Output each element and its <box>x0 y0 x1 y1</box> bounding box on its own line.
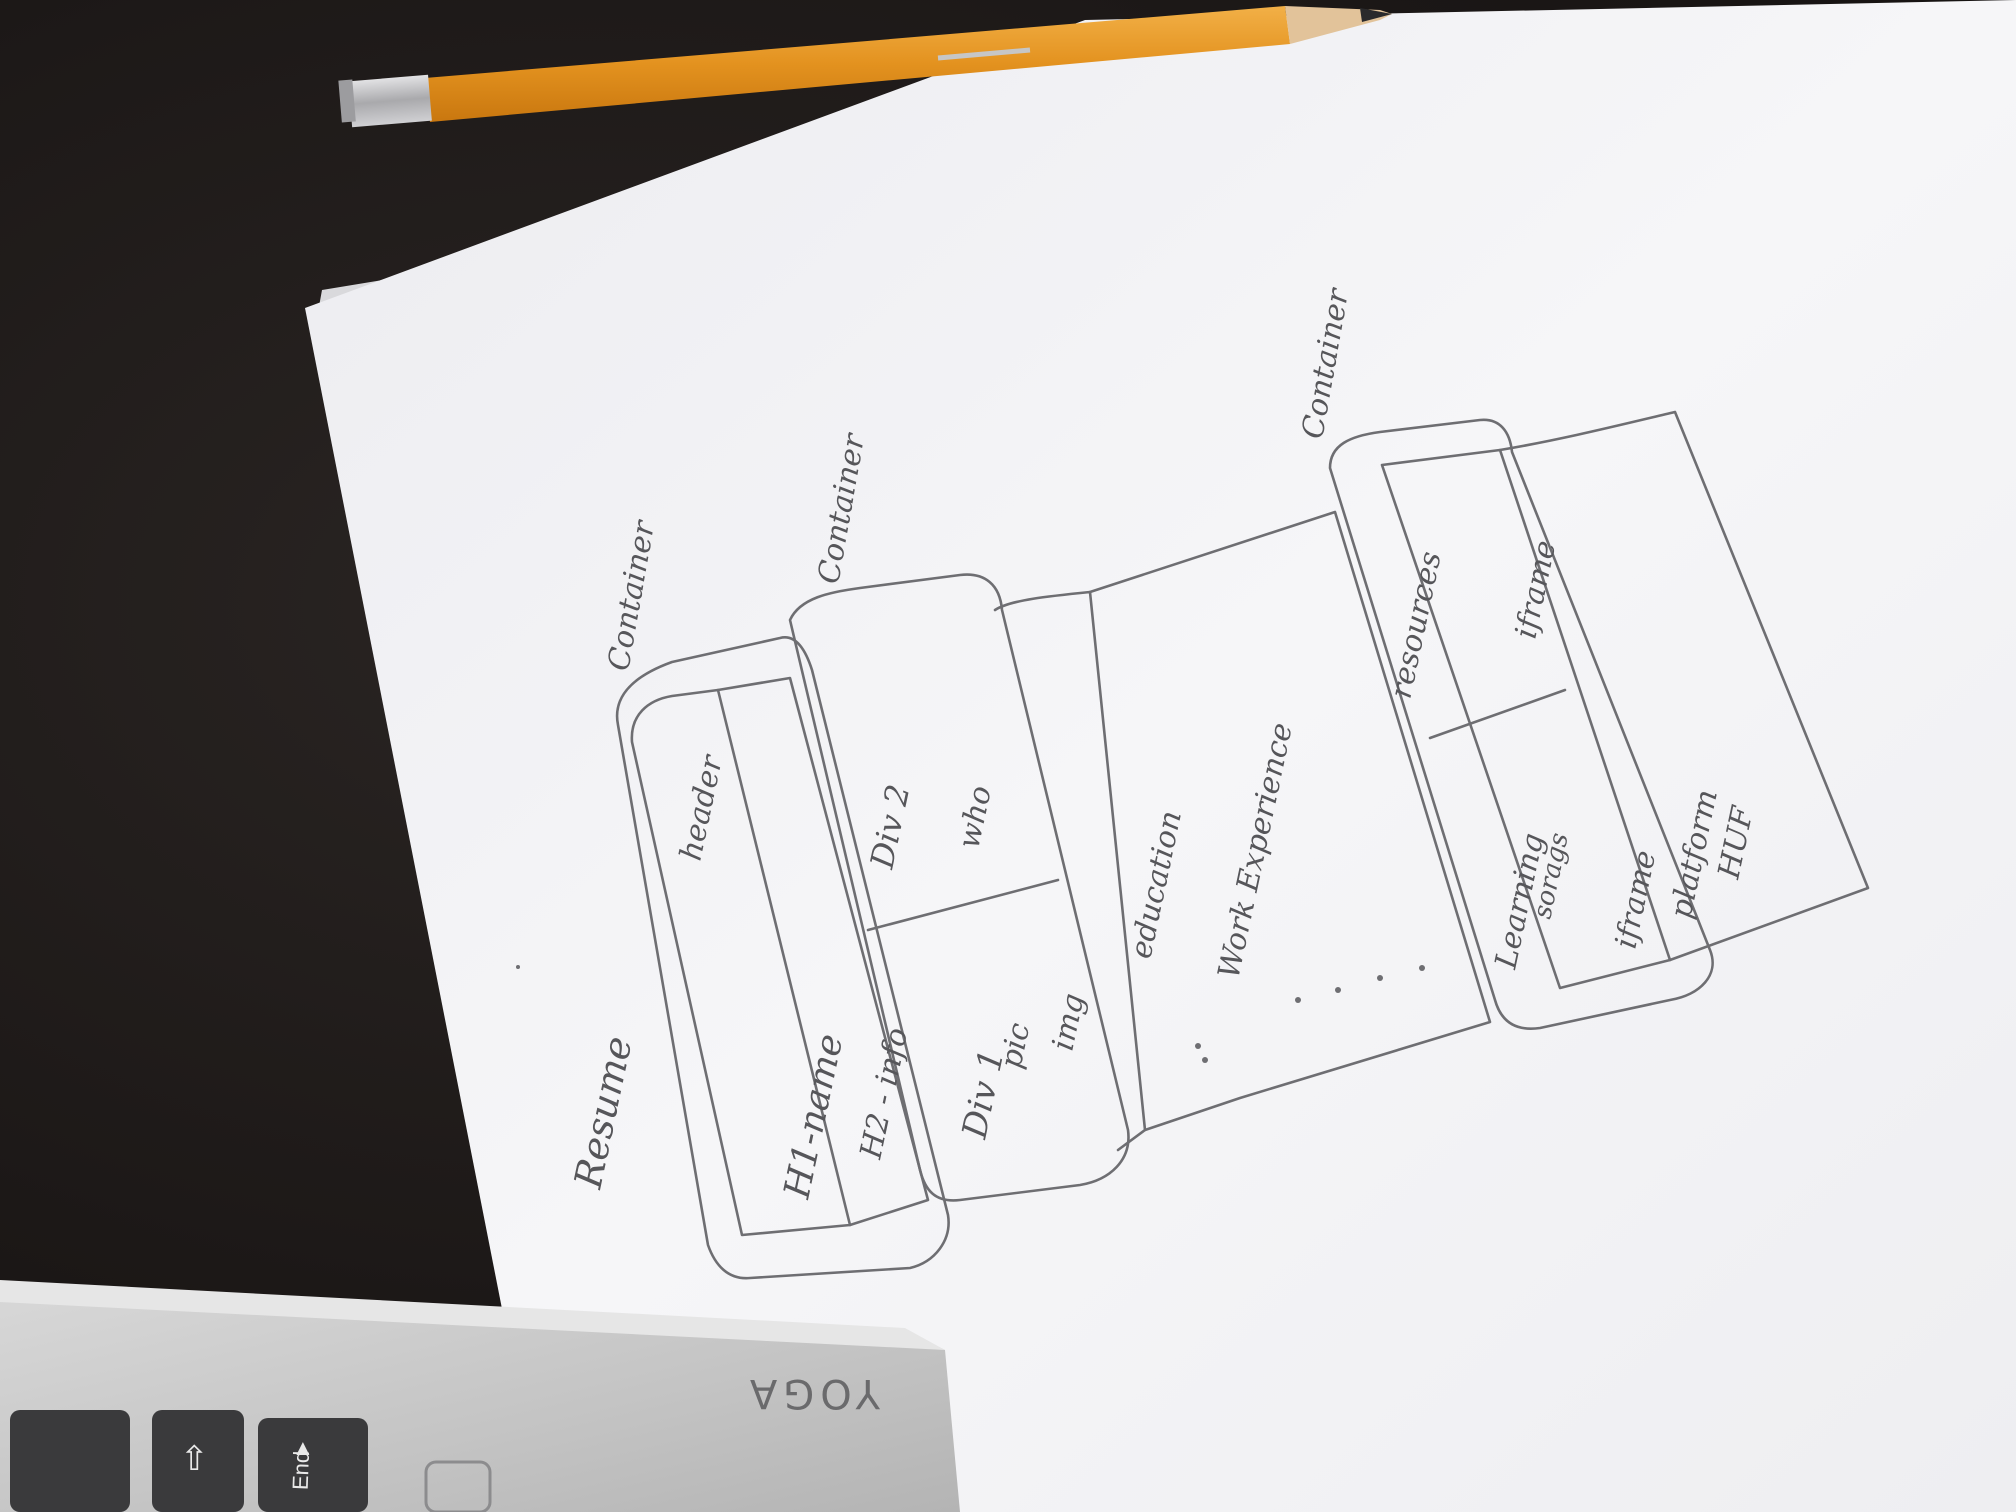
pencil-eraser-end <box>338 79 356 123</box>
paper-sheet <box>305 0 2016 1512</box>
shift-arrow-icon: ⇧ <box>180 1440 209 1478</box>
resources-split-line <box>1428 688 1567 740</box>
laptop: YOGA ⇧ End ▲ <box>0 1280 960 1512</box>
pencil-body <box>425 6 1290 122</box>
dot-mark <box>1377 975 1383 981</box>
laptop-button <box>424 1460 492 1512</box>
work-experience-box <box>1088 510 1492 1132</box>
end-key <box>258 1418 368 1512</box>
outer-container-box <box>615 636 950 1280</box>
dot-mark <box>1295 997 1301 1003</box>
platform-box <box>1498 410 1870 962</box>
dot-mark <box>1419 965 1425 971</box>
laptop-edge <box>0 1280 945 1350</box>
dot-mark <box>1202 1057 1208 1063</box>
pencil-graphite-tip <box>1360 8 1392 22</box>
right-container-box <box>1328 418 1714 1030</box>
h2-box <box>716 676 930 1227</box>
keyboard-key <box>10 1410 130 1512</box>
up-arrow-icon: ▲ <box>292 1435 314 1460</box>
pencil <box>338 6 1392 128</box>
div-split-line <box>866 878 1060 932</box>
end-key-label: End <box>288 1450 314 1490</box>
shift-key <box>152 1410 244 1512</box>
middle-container-box <box>788 573 1130 1202</box>
dot-mark <box>516 965 520 969</box>
pencil-imprint <box>937 47 1031 61</box>
pencil-ferrule <box>348 74 432 128</box>
yoga-brand-label: YOGA <box>744 1370 881 1416</box>
dot-mark <box>1335 987 1341 993</box>
header-box <box>630 688 852 1237</box>
dot-mark <box>1195 1043 1201 1049</box>
